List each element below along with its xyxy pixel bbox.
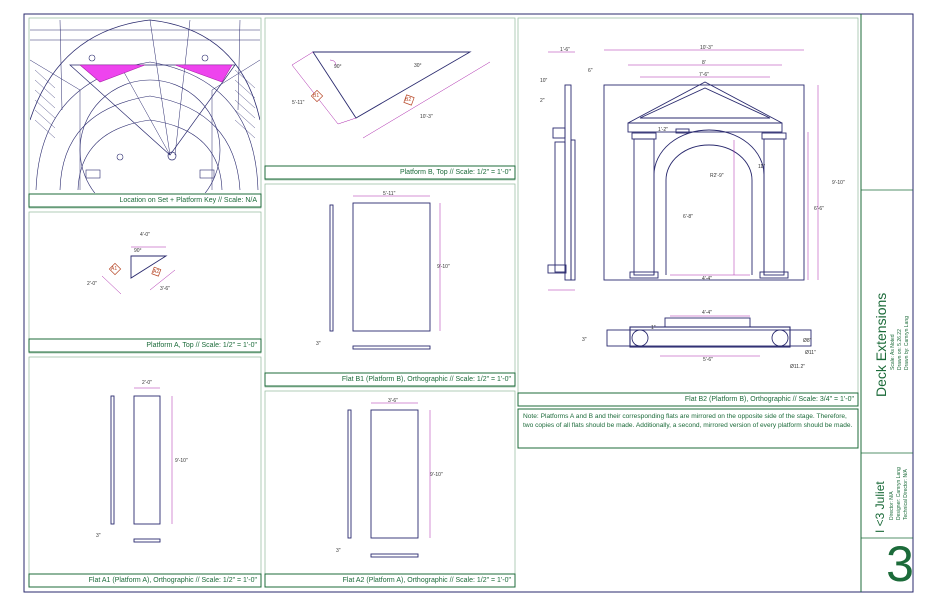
show-meta-designer: Designer: Camryn Lang: [896, 467, 902, 520]
theater-plan: [30, 19, 260, 193]
platform-tag-a1: A1: [111, 266, 118, 272]
dim-a2-thick: 3": [336, 548, 341, 554]
dim-b2-r2-9: R2'-9": [710, 173, 724, 179]
dim-b2-4-4b: 4'-4": [702, 310, 712, 316]
dim-b2-10: 10": [540, 78, 548, 84]
dim-b2-1-2: 1'-2": [658, 127, 668, 133]
dim-b2-7-6: 7'-6": [699, 72, 709, 78]
dim-pa-hyp: 3'-6": [160, 286, 170, 292]
dim-pb-angle-right: 30°: [414, 63, 422, 69]
dim-pa-top: 4'-0": [140, 232, 150, 238]
caption-flat-a1: Flat A1 (Platform A), Orthographic // Sc…: [88, 577, 257, 584]
caption-flat-b1: Flat B1 (Platform B), Orthographic // Sc…: [341, 376, 511, 383]
platform-tag-b1: B1: [313, 93, 320, 99]
dim-pb-angle-left: 90°: [334, 64, 342, 70]
caption-flat-b2: Flat B2 (Platform B), Orthographic // Sc…: [684, 396, 854, 403]
platform-tag-b2: B2: [405, 97, 412, 103]
dim-pa-left: 2'-0": [87, 281, 97, 287]
drawing-title: Deck Extensions: [873, 292, 889, 397]
sheet-number: 3: [886, 536, 914, 592]
dim-a2-width: 3'-6": [388, 398, 398, 404]
platform-b-top-view: [291, 51, 491, 139]
dim-pb-side: 5'-11": [292, 100, 305, 106]
dim-b2-11: 11": [758, 164, 765, 170]
dim-b2-9-10: 9'-10": [832, 180, 845, 186]
caption-flat-a2: Flat A2 (Platform A), Orthographic // Sc…: [342, 577, 511, 584]
platform-tag-a2: A2: [153, 269, 160, 275]
dim-a1-width: 2'-0": [142, 380, 152, 386]
dim-b2-6: 6": [588, 68, 593, 74]
dim-a1-thick: 3": [96, 533, 101, 539]
flat-a1-drawing: [110, 387, 173, 543]
drawing-meta-date: Drawn on: 5.26.22: [897, 329, 903, 370]
caption-platform-a-top: Platform A, Top // Scale: 1/2" = 1'-0": [146, 342, 257, 349]
dim-b1-thick: 3": [316, 341, 321, 347]
caption-location: Location on Set + Platform Key // Scale:…: [119, 197, 257, 204]
dim-pb-hyp: 10'-3": [420, 114, 433, 120]
show-meta-director: Director: N/A: [889, 491, 895, 520]
dim-b2-3: 3": [582, 337, 587, 343]
dim-a1-height: 9'-10": [175, 458, 188, 464]
flat-b2-drawing: [547, 49, 819, 357]
caption-platform-b-top: Platform B, Top // Scale: 1/2" = 1'-0": [399, 169, 511, 176]
platform-a-top-view: [101, 246, 176, 295]
dim-b2-6-8: 6'-8": [683, 214, 693, 220]
dim-b2-d11-2: Ø11.2": [790, 364, 806, 370]
show-meta-td: Technical Director: N/A: [903, 469, 909, 520]
drawing-meta-scale: Scale: As Noted: [890, 334, 896, 370]
flat-b1-drawing: [329, 195, 441, 350]
dim-b2-8: 8': [702, 60, 706, 66]
drawing-meta-author: Drawn by: Camryn Lang: [904, 316, 910, 370]
dim-b2-4-4: 4'-4": [702, 276, 712, 282]
dim-b2-1: 1": [651, 325, 656, 331]
flat-a2-drawing: [347, 402, 431, 558]
dim-b2-d11: Ø11": [805, 350, 816, 356]
dim-b2-d8: Ø8": [803, 338, 812, 344]
dim-b2-6-6: 6'-6": [814, 206, 824, 212]
dim-b1-width: 5'-11": [383, 191, 396, 197]
dim-b2-1-6: 1'-6": [560, 47, 570, 53]
construction-note: Note: Platforms A and B and their corres…: [523, 413, 853, 429]
dim-pa-angle: 90°: [134, 248, 142, 254]
dim-b2-2: 2": [540, 98, 545, 104]
dim-b1-height: 9'-10": [437, 264, 450, 270]
dim-b2-5-6: 5'-6": [703, 357, 713, 363]
show-title: I <3 Juliet: [873, 481, 887, 533]
dim-b2-overall: 10'-3": [700, 45, 713, 51]
dim-a2-height: 9'-10": [430, 472, 443, 478]
